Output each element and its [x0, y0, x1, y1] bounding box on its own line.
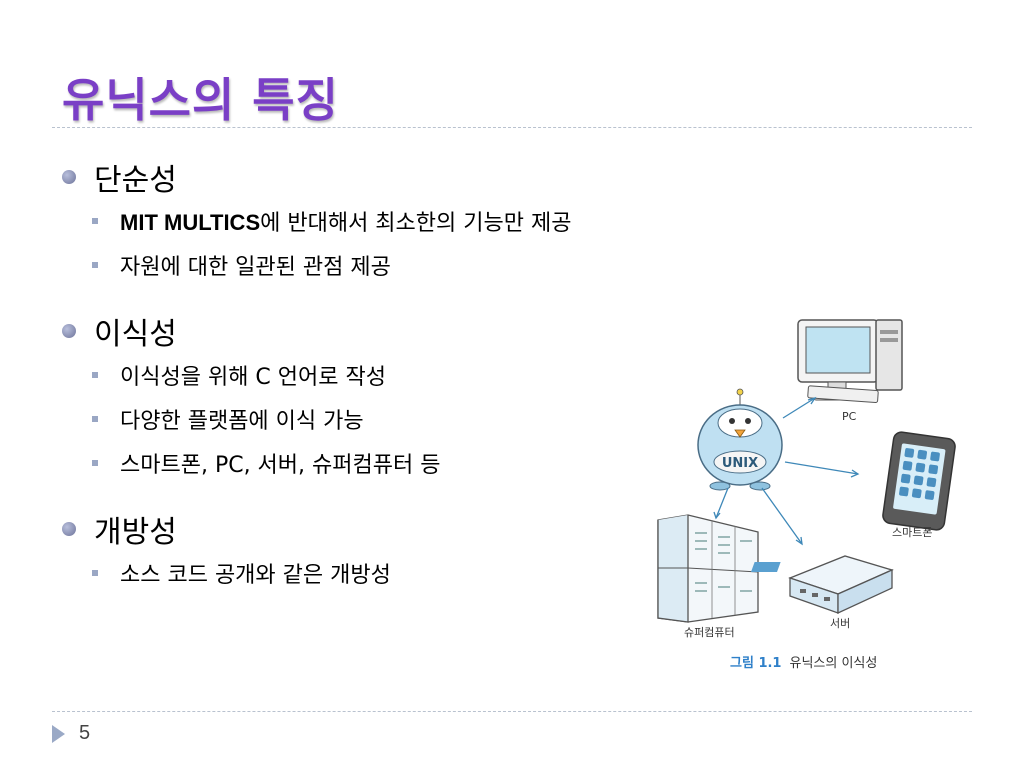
square-bullet-icon	[92, 416, 98, 422]
bullet-content: 단순성 MIT MULTICS에 반대해서 최소한의 기능만 제공 자원에 대한…	[62, 155, 662, 617]
bullet-heading-text: 이식성	[94, 317, 177, 352]
arrow-to-supercomputer	[715, 487, 729, 519]
sub-bullet: MIT MULTICS에 반대해서 최소한의 기능만 제공	[92, 199, 662, 243]
server-icon	[751, 555, 894, 615]
square-bullet-icon	[92, 570, 98, 576]
server-label: 서버	[830, 617, 850, 630]
arrow-to-pc	[782, 397, 816, 419]
bullet-dot-icon	[62, 170, 76, 184]
square-bullet-icon	[92, 372, 98, 378]
section-openness: 개방성 소스 코드 공개와 같은 개방성	[62, 507, 662, 595]
bullet-heading: 이식성	[62, 309, 662, 353]
smartphone-icon	[882, 431, 956, 531]
arrows	[713, 396, 860, 546]
sub-bullet-text: 자원에 대한 일관된 관점 제공	[120, 255, 391, 280]
bottom-divider	[52, 711, 972, 712]
arrow-to-server	[761, 487, 803, 545]
triangle-marker-icon	[52, 724, 65, 743]
pc-label: PC	[842, 410, 857, 423]
sub-bullet-rest: 에 반대해서 최소한의 기능만 제공	[260, 211, 572, 236]
square-bullet-icon	[92, 262, 98, 268]
sub-bullet-text: 이식성을 위해 C 언어로 작성	[120, 365, 386, 390]
section-simplicity: 단순성 MIT MULTICS에 반대해서 최소한의 기능만 제공 자원에 대한…	[62, 155, 662, 287]
figure-caption-text: 유닉스의 이식성	[789, 656, 878, 671]
section-portability: 이식성 이식성을 위해 C 언어로 작성 다양한 플랫폼에 이식 가능 스마트폰…	[62, 309, 662, 485]
supercomputer-label: 슈퍼컴퓨터	[684, 626, 735, 639]
arrow-head-icon	[807, 396, 817, 405]
sub-bullet: 다양한 플랫폼에 이식 가능	[92, 397, 662, 441]
square-bullet-icon	[92, 218, 98, 224]
square-bullet-icon	[92, 460, 98, 466]
bullet-heading-text: 단순성	[94, 163, 177, 198]
sub-bullet: 자원에 대한 일관된 관점 제공	[92, 243, 662, 287]
bullet-dot-icon	[62, 324, 76, 338]
sub-bullet: 스마트폰, PC, 서버, 슈퍼컴퓨터 등	[92, 441, 662, 485]
figure-caption-number: 그림 1.1	[730, 656, 782, 671]
arrow-to-smartphone	[784, 461, 859, 475]
sub-bullet-bold: MIT MULTICS	[120, 210, 261, 235]
slide-footer: 5	[52, 722, 90, 745]
sub-bullet-text: 다양한 플랫폼에 이식 가능	[120, 409, 364, 434]
sub-bullet-text: 소스 코드 공개와 같은 개방성	[120, 563, 391, 588]
sub-bullet-text: 스마트폰, PC, 서버, 슈퍼컴퓨터 등	[120, 453, 441, 478]
unix-portability-figure: PC 스마트폰 UNIX	[657, 319, 956, 639]
sub-bullet: 소스 코드 공개와 같은 개방성	[92, 551, 662, 595]
bullet-heading: 개방성	[62, 507, 662, 551]
figure-caption: 그림 1.1 유닉스의 이식성	[730, 652, 877, 671]
slide-title: 유닉스의 특징	[62, 73, 339, 127]
unix-penguin-mascot-icon	[697, 388, 783, 491]
pc-icon	[797, 319, 903, 404]
smartphone-label: 스마트폰	[892, 526, 932, 539]
sub-bullet-text: MIT MULTICS에 반대해서 최소한의 기능만 제공	[120, 205, 571, 237]
bullet-heading: 단순성	[62, 155, 662, 199]
arrow-head-icon	[795, 536, 803, 546]
bullet-heading-text: 개방성	[94, 515, 177, 550]
arrow-head-icon	[713, 511, 721, 520]
supercomputer-icon	[657, 514, 759, 623]
sub-bullet: 이식성을 위해 C 언어로 작성	[92, 353, 662, 397]
page-number: 5	[79, 722, 91, 744]
arrow-head-icon	[850, 469, 860, 478]
bullet-dot-icon	[62, 522, 76, 536]
top-divider	[52, 127, 972, 128]
unix-mascot-text: UNIX	[722, 456, 758, 471]
